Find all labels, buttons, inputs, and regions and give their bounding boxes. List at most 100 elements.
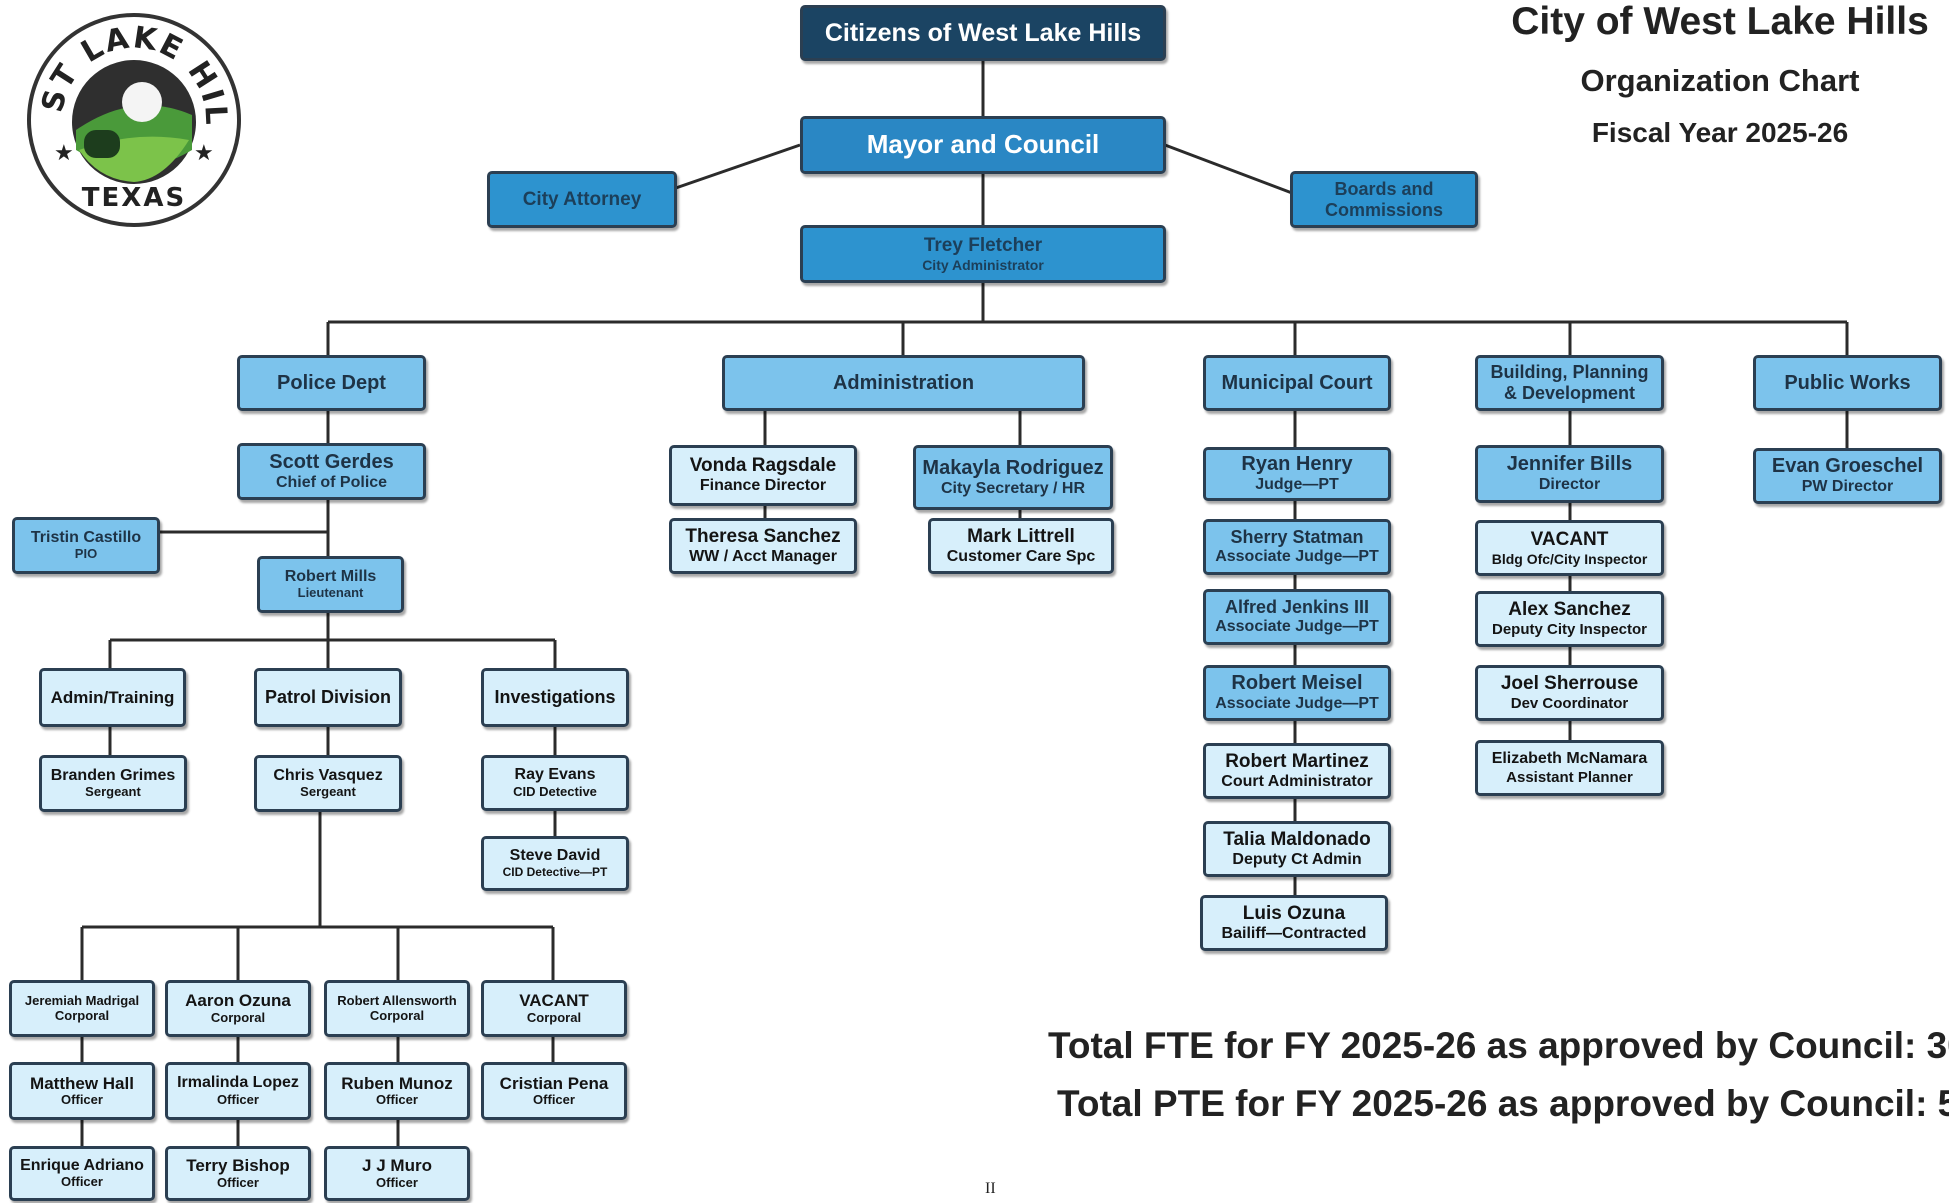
dept-administration-label: Administration: [832, 371, 975, 394]
pw-director-box: Evan Groeschel PW Director: [1753, 448, 1942, 504]
admin-sergeant-name: Branden Grimes: [50, 766, 176, 784]
boards-line2: Commissions: [1324, 199, 1444, 220]
pio-name: Tristin Castillo: [30, 528, 142, 546]
corporal-title: Corporal: [210, 1009, 266, 1025]
mayor-council-box: Mayor and Council: [800, 116, 1166, 174]
officer-box: J J Muro Officer: [324, 1146, 470, 1201]
building-staff-title: Bldg Ofc/City Inspector: [1491, 550, 1648, 567]
patrol-sergeant-title: Sergeant: [300, 784, 356, 800]
assistant-planner-box: Elizabeth McNamara Assistant Planner: [1475, 740, 1664, 796]
court-judge-box: Ryan Henry Judge—PT: [1203, 447, 1391, 501]
officer-box: Cristian Pena Officer: [481, 1062, 627, 1120]
customer-care-box: Mark Littrell Customer Care Spc: [928, 518, 1114, 574]
officer-box: Matthew Hall Officer: [9, 1062, 155, 1120]
dept-building-planning: Building, Planning & Development: [1475, 355, 1664, 411]
corporal-box: VACANT Corporal: [481, 980, 627, 1037]
citizens-box: Citizens of West Lake Hills: [800, 5, 1166, 61]
court-staff-title: Bailiff—Contracted: [1221, 924, 1367, 942]
city-seal-icon: WEST LAKE HILLS ★ ★ TEXAS: [24, 10, 241, 227]
court-staff-name: Ryan Henry: [1241, 453, 1353, 476]
dept-court-label: Municipal Court: [1221, 371, 1373, 394]
patrol-sergeant-box: Chris Vasquez Sergeant: [254, 755, 402, 812]
court-staff-title: Associate Judge—PT: [1215, 548, 1379, 566]
building-staff-name: VACANT: [1530, 529, 1609, 551]
patrol-sergeant-name: Chris Vasquez: [273, 766, 383, 784]
police-chief-box: Scott Gerdes Chief of Police: [237, 443, 426, 500]
seal-bottom-text: TEXAS: [82, 183, 186, 213]
corporal-name: Aaron Ozuna: [185, 991, 291, 1011]
officer-title: Officer: [61, 1174, 103, 1190]
police-chief-title: Chief of Police: [275, 473, 388, 491]
boards-commissions-box: Boards and Commissions: [1290, 171, 1478, 228]
corporal-box: Robert Allensworth Corporal: [324, 980, 470, 1037]
admin-sergeant-box: Branden Grimes Sergeant: [39, 755, 187, 812]
dept-administration: Administration: [722, 355, 1085, 411]
total-fte: Total FTE for FY 2025-26 as approved by …: [1048, 1025, 1949, 1066]
administrator-name: Trey Fletcher: [923, 235, 1043, 257]
seal-star-left-icon: ★: [54, 140, 74, 165]
dept-public-works-label: Public Works: [1784, 371, 1911, 394]
officer-title: Officer: [376, 1092, 418, 1108]
pio-title: PIO: [74, 546, 98, 562]
administrator-title: City Administrator: [922, 256, 1044, 273]
citizens-label: Citizens of West Lake Hills: [824, 18, 1142, 47]
city-attorney-label: City Attorney: [522, 188, 642, 210]
officer-title: Officer: [376, 1174, 418, 1190]
admin-training-box: Admin/Training: [39, 668, 186, 727]
corporal-name: Jeremiah Madrigal: [24, 992, 140, 1008]
customer-care-name: Mark Littrell: [967, 525, 1075, 547]
corporal-box: Jeremiah Madrigal Corporal: [9, 980, 155, 1037]
court-staff-title: Associate Judge—PT: [1215, 618, 1379, 636]
deputy-court-admin-box: Talia Maldonado Deputy Ct Admin: [1203, 821, 1391, 877]
admin-training-label: Admin/Training: [50, 687, 175, 707]
building-staff-title: Deputy City Inspector: [1491, 621, 1648, 639]
court-administrator-box: Robert Martinez Court Administrator: [1203, 743, 1391, 799]
lieutenant-title: Lieutenant: [297, 585, 364, 601]
building-staff-name: Alex Sanchez: [1508, 599, 1631, 621]
pw-director-name: Evan Groeschel: [1771, 455, 1924, 478]
building-director-box: Jennifer Bills Director: [1475, 445, 1664, 503]
corporal-title: Corporal: [54, 1007, 110, 1023]
admin-sergeant-title: Sergeant: [85, 784, 141, 800]
ww-acct-manager-title: WW / Acct Manager: [689, 547, 837, 565]
officer-box: Terry Bishop Officer: [165, 1146, 311, 1201]
customer-care-title: Customer Care Spc: [946, 547, 1096, 565]
court-associate-judge-box: Sherry Statman Associate Judge—PT: [1203, 519, 1391, 575]
city-secretary-name: Makayla Rodriguez: [922, 456, 1104, 479]
court-associate-judge-box: Robert Meisel Associate Judge—PT: [1203, 665, 1391, 721]
court-staff-title: Associate Judge—PT: [1215, 695, 1379, 713]
boards-line1: Boards and: [1334, 178, 1434, 199]
officer-title: Officer: [61, 1092, 103, 1108]
court-staff-name: Alfred Jenkins III: [1224, 597, 1370, 618]
officer-title: Officer: [217, 1091, 259, 1107]
bailiff-box: Luis Ozuna Bailiff—Contracted: [1200, 895, 1388, 951]
officer-title: Officer: [533, 1092, 575, 1108]
cid-detective-name: Ray Evans: [514, 766, 596, 784]
cid-detective-pt-title: CID Detective—PT: [502, 864, 608, 879]
ww-acct-manager-name: Theresa Sanchez: [685, 525, 841, 547]
officer-name: Ruben Munoz: [341, 1073, 453, 1093]
officer-box: Irmalinda Lopez Officer: [165, 1062, 311, 1120]
dept-building-line2: & Development: [1503, 383, 1636, 403]
building-staff-title: Director: [1538, 476, 1601, 494]
page-subtitle: Organization Chart: [1580, 63, 1860, 98]
page-title: City of West Lake Hills: [1511, 0, 1929, 43]
investigations-box: Investigations: [481, 668, 629, 727]
finance-director-name: Vonda Ragsdale: [689, 455, 837, 477]
patrol-division-box: Patrol Division: [254, 668, 402, 727]
page-number: II: [985, 1180, 996, 1197]
city-attorney-box: City Attorney: [487, 171, 677, 228]
dept-municipal-court: Municipal Court: [1203, 355, 1391, 411]
cid-detective-box: Ray Evans CID Detective: [481, 755, 629, 811]
officer-name: Enrique Adriano: [20, 1156, 144, 1174]
court-staff-title: Court Administrator: [1221, 772, 1373, 790]
city-secretary-title: City Secretary / HR: [940, 479, 1086, 497]
cid-detective-pt-name: Steve David: [509, 847, 601, 865]
court-staff-name: Robert Meisel: [1231, 672, 1363, 695]
officer-name: J J Muro: [362, 1156, 432, 1176]
finance-director-box: Vonda Ragsdale Finance Director: [669, 445, 857, 506]
court-staff-name: Talia Maldonado: [1223, 828, 1371, 850]
pio-box: Tristin Castillo PIO: [12, 517, 160, 574]
court-associate-judge-box: Alfred Jenkins III Associate Judge—PT: [1203, 589, 1391, 645]
police-chief-name: Scott Gerdes: [269, 450, 394, 473]
